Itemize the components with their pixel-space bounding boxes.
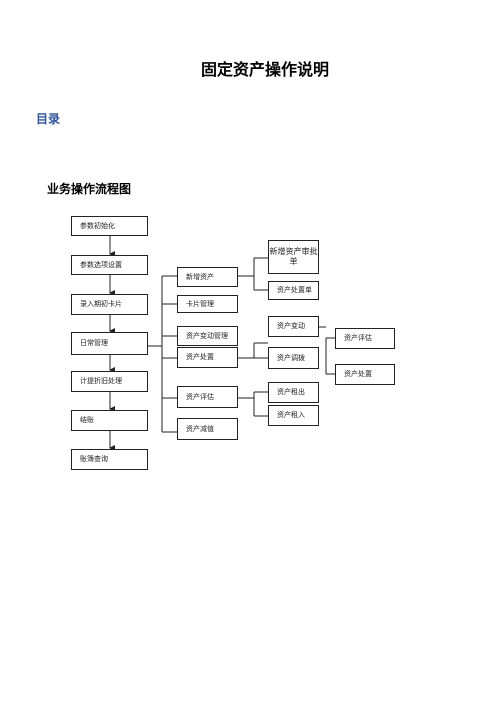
flow-box-depreciation: 计提折旧处理 — [71, 371, 148, 392]
flow-box-disposal: 资产处置 — [177, 347, 238, 368]
flow-box-evaluation: 资产评估 — [177, 386, 238, 408]
toc-heading: 目录 — [36, 112, 61, 126]
flow-box-asset-transfer: 资产调拨 — [268, 347, 319, 369]
flow-box-ledger-query: 账簿查询 — [71, 449, 148, 470]
flow-box-evaluation-2: 资产评估 — [335, 328, 395, 349]
flow-box-opening-cards: 录入期初卡片 — [71, 294, 148, 315]
flow-box-asset-change: 资产变动 — [268, 316, 319, 337]
flow-box-param-options: 参数选项设置 — [71, 255, 148, 275]
flow-box-lease-out: 资产租出 — [268, 382, 319, 403]
document-title: 固定资产操作说明 — [200, 60, 329, 79]
flow-box-lease-in: 资产租入 — [268, 405, 319, 426]
flow-box-impairment: 资产减值 — [177, 418, 238, 440]
section-heading: 业务操作流程图 — [47, 182, 132, 196]
flow-box-param-init: 参数初始化 — [71, 216, 148, 236]
flow-box-new-asset-approval: 新增资产审批单 — [268, 240, 319, 274]
flow-box-change-management: 资产变动管理 — [177, 326, 238, 346]
flow-box-closing: 结账 — [71, 410, 148, 431]
flow-box-disposal-2: 资产处置 — [335, 364, 395, 385]
flow-box-daily-management: 日常管理 — [71, 332, 148, 355]
flow-box-new-asset: 新增资产 — [177, 267, 238, 287]
flow-box-card-management: 卡片管理 — [177, 295, 238, 313]
flow-box-disposal-form: 资产处置单 — [268, 281, 319, 300]
